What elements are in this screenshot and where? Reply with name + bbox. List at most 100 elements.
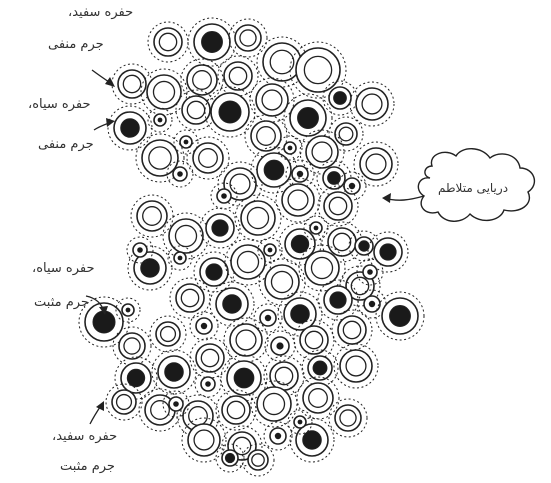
bubble-core-white [339, 409, 357, 427]
bubble-core-white [229, 173, 251, 195]
bubble-core-white [262, 392, 286, 416]
label-black-hole-positive-line1: حفره سیاه، [32, 261, 95, 276]
arrowhead-white-positive [96, 401, 104, 411]
bubble-core-black [222, 294, 242, 314]
white-hole-bubble [135, 133, 185, 183]
bubble-core-white [246, 206, 270, 230]
bubble-halo [169, 277, 211, 319]
bubble-core-white [310, 256, 334, 280]
white-hole-bubble [217, 55, 259, 97]
white-hole-bubble [331, 309, 373, 351]
bubble-halo [147, 107, 173, 133]
label-black-hole-negative-line1: حفره سیاه، [28, 97, 91, 112]
bubble-core-dot [264, 314, 272, 322]
small-bubble [126, 236, 154, 264]
bubble-core-white [338, 126, 354, 142]
small-bubble [147, 107, 173, 133]
small-bubble [166, 160, 194, 188]
bubble-halo [217, 55, 259, 97]
bubble-halo [333, 343, 379, 389]
bubble-core-black [379, 243, 397, 261]
black-hole-bubble [348, 230, 380, 262]
bubble-core-white [345, 355, 367, 377]
bubble-core-white [342, 320, 362, 340]
white-hole-bubble [298, 244, 346, 292]
bubble-core-white [365, 153, 387, 175]
white-hole-bubble [275, 177, 321, 223]
bubble-core-white [122, 74, 142, 94]
cloud-callout [382, 148, 536, 222]
white-hole-bubble [249, 77, 295, 123]
bubble-halo [204, 86, 256, 138]
bubble-halo [186, 136, 230, 180]
bubble-core-black [224, 452, 236, 464]
bubble-core-black [333, 91, 347, 105]
bubble-core-white [198, 148, 218, 168]
white-hole-bubble [149, 315, 187, 353]
cloud-pointer-arrowhead [382, 193, 391, 203]
white-hole-bubble [296, 376, 340, 420]
white-hole-bubble [244, 114, 288, 158]
bubble-halo [293, 319, 335, 361]
black-hole-bubble [204, 86, 256, 138]
white-hole-bubble [138, 388, 182, 432]
bubble-core-black [205, 263, 223, 281]
bubble-halo [277, 291, 323, 337]
bubble-core-dot [137, 247, 143, 253]
white-hole-bubble [181, 417, 227, 463]
bubble-core-white [328, 196, 348, 216]
bubble-core-white [236, 250, 260, 274]
bubble-halo [283, 93, 333, 143]
cloud-shape [417, 148, 536, 222]
bubble-halo [151, 349, 197, 395]
white-hole-bubble [328, 116, 364, 152]
black-hole-bubble [367, 231, 409, 273]
bubble-core-dot [276, 342, 284, 350]
white-hole-bubble [293, 319, 335, 361]
bubble-core-dot [205, 381, 211, 387]
bubble-halo [210, 182, 238, 210]
white-hole-bubble [250, 380, 298, 428]
bubble-halo [298, 244, 346, 292]
small-bubble [115, 297, 141, 323]
bubble-core-white [308, 388, 328, 408]
bubble-core-white [226, 400, 246, 420]
white-hole-bubble [333, 343, 379, 389]
bubble-core-white [228, 66, 248, 86]
bubble-halo [299, 129, 345, 175]
bubble-halo [264, 330, 296, 362]
bubble-core-white [361, 93, 383, 115]
bubble-core-black [290, 304, 310, 324]
bubble-core-dot [368, 300, 376, 308]
small-bubble [162, 390, 190, 418]
bubble-halo [223, 317, 269, 363]
bubble-halo [278, 222, 322, 266]
bubble-halo [349, 81, 395, 127]
bubble-halo [215, 389, 257, 431]
black-hole-bubble [317, 279, 359, 321]
bubble-core-dot [313, 225, 319, 231]
bubble-halo [289, 41, 347, 99]
black-hole-bubble [301, 349, 339, 387]
white-hole-bubble [215, 389, 257, 431]
bubble-core-white [200, 348, 220, 368]
small-bubble [253, 303, 283, 333]
bubble-core-white [188, 406, 208, 426]
bubble-core-white [158, 32, 178, 52]
bubble-core-white [192, 70, 212, 90]
bubble-core-dot [177, 171, 183, 177]
bubble-core-white [332, 232, 352, 252]
bubble-core-black [263, 159, 285, 181]
bubble-core-black [211, 219, 229, 237]
bubble-core-white [123, 337, 141, 355]
bubble-core-black [290, 234, 310, 254]
bubble-core-dot [200, 322, 208, 330]
bubble-halo [107, 105, 153, 151]
black-hole-bubble [215, 443, 245, 473]
bubble-halo [375, 291, 425, 341]
bubble-core-white [287, 189, 309, 211]
bubble-halo [241, 443, 275, 477]
bubble-halo [328, 398, 368, 438]
bubble-halo [115, 297, 141, 323]
black-hole-bubble [375, 291, 425, 341]
